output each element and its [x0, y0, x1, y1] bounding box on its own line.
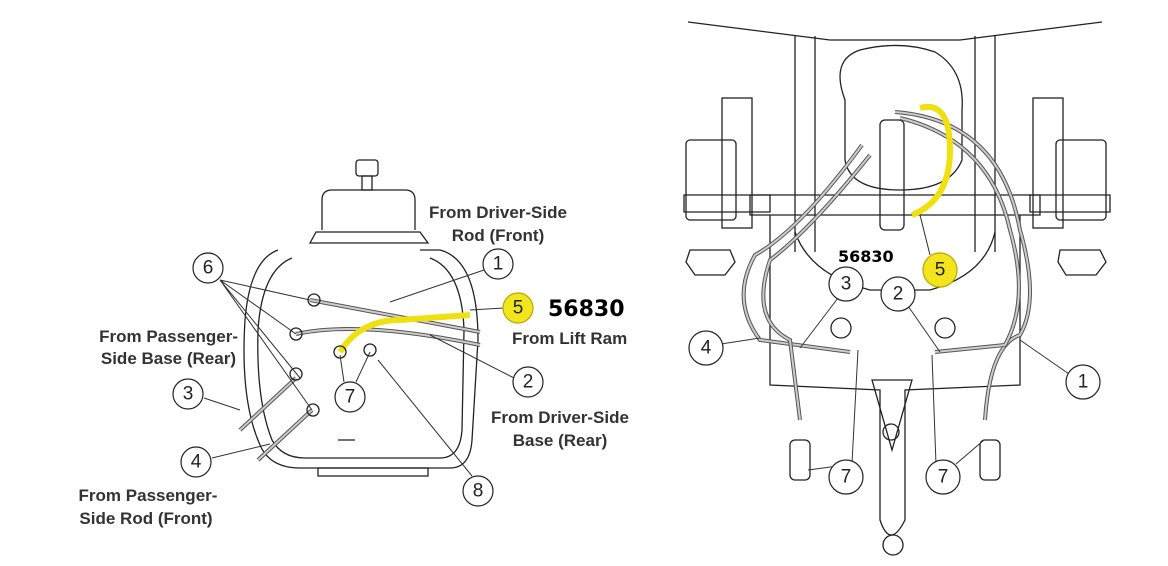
svg-text:3: 3 [841, 274, 852, 295]
label-driver-base-rear-2: Base (Rear) [513, 431, 608, 450]
pump-unit-drawing [238, 159, 481, 477]
svg-text:3: 3 [183, 384, 194, 405]
svg-text:2: 2 [893, 284, 904, 305]
callout-3: 3 [172, 378, 204, 410]
svg-text:6: 6 [203, 258, 214, 279]
callout-1: 1 [482, 248, 514, 280]
label-driver-rod-front-1: From Driver-Side [429, 203, 567, 222]
svg-text:7: 7 [841, 467, 852, 488]
label-passenger-base-rear-2: Side Base (Rear) [101, 349, 236, 368]
left-leader-lines [203, 269, 515, 477]
svg-text:1: 1 [1078, 372, 1089, 393]
callout-4: 4 [180, 446, 212, 478]
callout-2-right: 2 [880, 276, 916, 312]
part-number-right: 56830 [838, 247, 894, 266]
part-number-left: 56830 [548, 297, 625, 322]
svg-text:2: 2 [523, 372, 534, 393]
svg-text:7: 7 [345, 387, 356, 408]
label-driver-rod-front-2: Rod (Front) [452, 226, 545, 245]
svg-text:5: 5 [935, 260, 946, 281]
label-passenger-rod-front-1: From Passenger- [79, 486, 218, 505]
callout-3-right: 3 [828, 266, 864, 302]
callout-4-right: 4 [688, 330, 724, 366]
right-leader-lines [720, 214, 1070, 471]
svg-text:4: 4 [191, 452, 202, 473]
callout-5-right-highlighted: 5 [922, 252, 958, 288]
callout-7: 7 [334, 381, 366, 413]
svg-text:7: 7 [938, 467, 949, 488]
callout-7-right-a: 7 [828, 459, 864, 495]
label-lift-ram: From Lift Ram [512, 329, 627, 348]
callout-2: 2 [512, 366, 544, 398]
svg-text:5: 5 [513, 298, 524, 319]
callout-1-right: 1 [1065, 364, 1101, 400]
svg-text:4: 4 [701, 338, 712, 359]
callout-8: 8 [462, 475, 494, 507]
plow-frame-drawing [683, 21, 1111, 556]
callout-5-highlighted: 5 [502, 292, 534, 324]
callout-6: 6 [192, 252, 224, 284]
callout-7-right-b: 7 [925, 459, 961, 495]
svg-text:1: 1 [493, 254, 504, 275]
label-passenger-base-rear-1: From Passenger- [99, 327, 238, 346]
svg-text:8: 8 [473, 481, 484, 502]
label-passenger-rod-front-2: Side Rod (Front) [79, 509, 212, 528]
label-driver-base-rear-1: From Driver-Side [491, 408, 629, 427]
